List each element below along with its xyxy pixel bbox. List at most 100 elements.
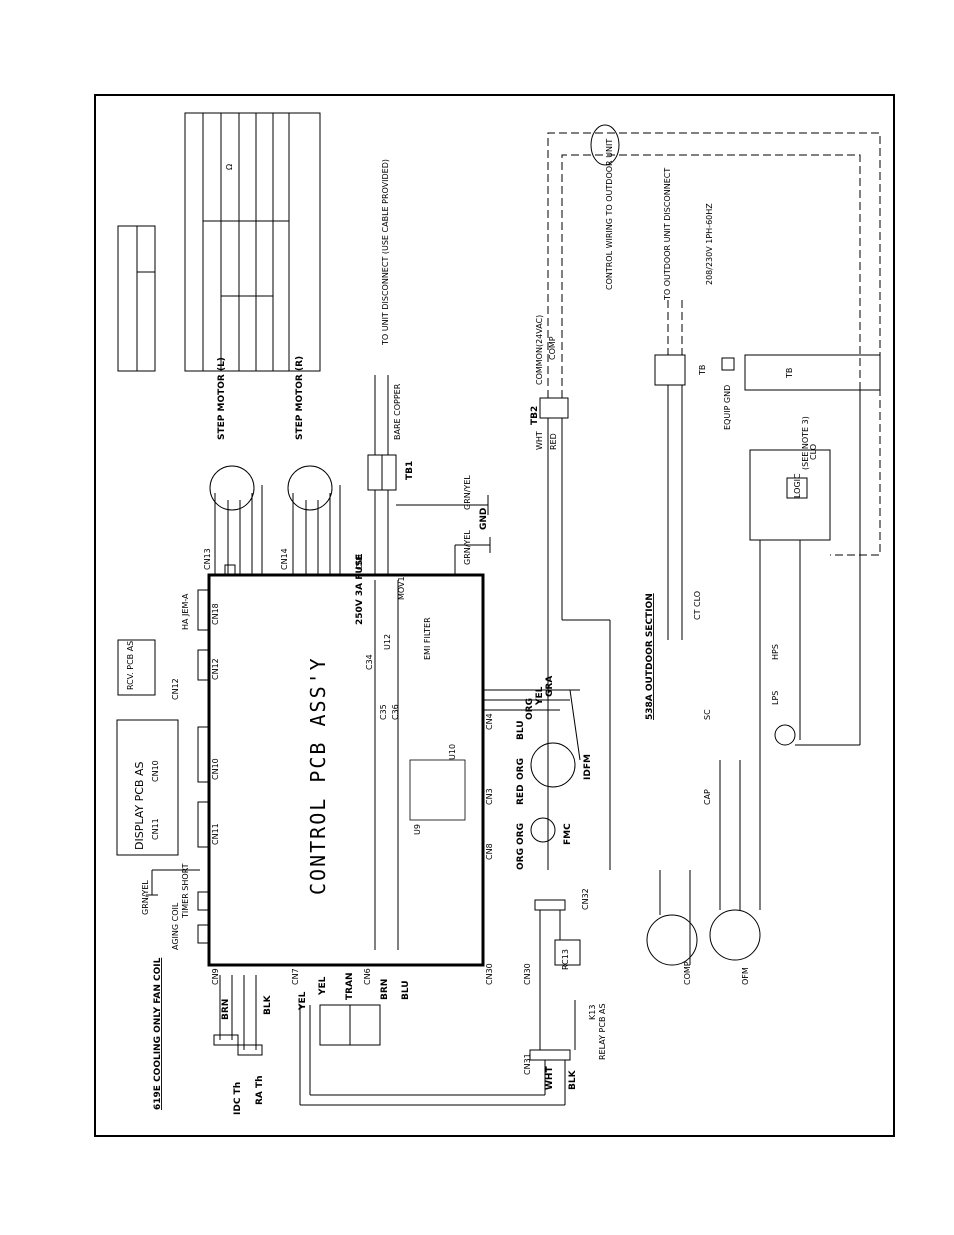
svg-text:LPS: LPS (771, 691, 780, 705)
svg-text:CN4: CN4 (485, 713, 494, 730)
display-pcb: DISPLAY PCB AS CN10 CN11 (116, 719, 179, 856)
svg-text:GRN/YEL: GRN/YEL (141, 880, 150, 915)
outdoor-components: COMP OFM LPS HPS CT CLO SC CAP (646, 390, 861, 985)
relay-pcb: RC13 K13 RELAY PCB AS CN32 CN30 CN30 CN3… (299, 888, 607, 1106)
svg-text:CN1: CN1 (355, 553, 364, 570)
svg-text:CN13: CN13 (203, 548, 212, 570)
svg-text:RELAY PCB AS: RELAY PCB AS (598, 1003, 607, 1060)
svg-text:SC: SC (703, 709, 712, 720)
svg-text:CN6: CN6 (363, 968, 372, 985)
svg-text:COMMON(24VAC): COMMON(24VAC) (535, 315, 544, 385)
svg-text:RCV. PCB AS: RCV. PCB AS (126, 641, 135, 690)
svg-text:RA Th: RA Th (255, 1075, 265, 1105)
svg-text:LOGIC: LOGIC (793, 473, 802, 498)
control-pcb: CONTROL PCB ASS'Y (207, 573, 485, 967)
svg-text:BLK: BLK (263, 994, 273, 1015)
svg-text:C34: C34 (365, 654, 374, 670)
svg-text:COMP: COMP (548, 336, 557, 360)
svg-text:CLO: CLO (809, 444, 818, 460)
title-left: 619E COOLING ONLY FAN COIL (153, 957, 163, 1110)
svg-text:IDFM: IDFM (583, 754, 593, 780)
svg-text:GRN/YEL: GRN/YEL (463, 475, 472, 510)
legend-table-large: Ω (184, 112, 321, 372)
svg-text:RED: RED (516, 784, 526, 805)
svg-text:CN31: CN31 (523, 1053, 532, 1075)
svg-text:CONTROL WIRING TO OUTDOOR UNIT: CONTROL WIRING TO OUTDOOR UNIT (605, 139, 614, 290)
svg-text:GRN/YEL: GRN/YEL (463, 530, 472, 565)
svg-text:IDC Th: IDC Th (233, 1082, 243, 1115)
svg-text:MOV1: MOV1 (397, 576, 406, 600)
svg-text:ORG: ORG (516, 848, 526, 870)
svg-text:BRN: BRN (380, 979, 390, 1000)
svg-text:CN10: CN10 (211, 758, 220, 780)
svg-text:TO OUTDOOR UNIT DISCONNECT: TO OUTDOOR UNIT DISCONNECT (663, 168, 672, 301)
svg-text:U12: U12 (383, 634, 392, 650)
svg-text:ORG: ORG (516, 758, 526, 780)
control-wiring: CONTROL WIRING TO OUTDOOR UNIT (547, 124, 881, 556)
svg-text:CAP: CAP (703, 789, 712, 805)
step-motor-r: STEP MOTOR (R) CN14 (280, 356, 341, 575)
svg-text:STEP MOTOR (L): STEP MOTOR (L) (217, 357, 227, 440)
svg-text:CN11: CN11 (151, 818, 160, 840)
svg-text:TRAN: TRAN (345, 972, 355, 1000)
svg-text:YEL: YEL (318, 976, 328, 996)
svg-text:CN12: CN12 (211, 658, 220, 680)
svg-text:TB2: TB2 (530, 406, 540, 425)
svg-text:250V 3A FUSE: 250V 3A FUSE (355, 554, 365, 625)
sensors: IDC Th RA Th BRN BLK CN9 (211, 968, 273, 1115)
svg-text:RC13: RC13 (561, 949, 570, 970)
svg-text:EMI FILTER: EMI FILTER (423, 617, 432, 660)
svg-text:K13: K13 (588, 1005, 597, 1020)
svg-text:BLK: BLK (568, 1069, 578, 1090)
svg-text:BLU: BLU (516, 720, 526, 740)
diagram-frame (94, 94, 895, 1137)
idfm: IDFM ORG RED BLU ORG YEL GRA CN4 CN3 CN8 (483, 676, 593, 860)
svg-text:CN18: CN18 (211, 603, 220, 625)
connector-strips: CN18 CN12 CN10 CN11 HA JEM-A TIMER SHORT… (141, 564, 236, 950)
svg-text:WHT: WHT (545, 1066, 555, 1090)
u9-u10: U9 U10 (409, 744, 466, 835)
svg-text:TO UNIT DISCONNECT (USE CABLE: TO UNIT DISCONNECT (USE CABLE PROVIDED) (381, 159, 390, 346)
svg-text:C36: C36 (391, 704, 400, 720)
svg-text:GRA: GRA (545, 676, 555, 697)
svg-text:CN9: CN9 (211, 968, 220, 985)
svg-text:U9: U9 (413, 824, 422, 835)
outdoor-power: TB TO OUTDOOR UNIT DISCONNECT 208/230V 1… (654, 168, 881, 640)
svg-text:CN7: CN7 (291, 968, 300, 985)
tb2: TB2 COMMON(24VAC) COMP WHT RED (530, 315, 611, 870)
svg-text:CN30: CN30 (485, 963, 494, 985)
svg-text:C35: C35 (379, 704, 388, 720)
svg-text:TB1: TB1 (405, 461, 415, 480)
svg-text:WHT: WHT (535, 431, 544, 450)
svg-text:208/230V 1PH-60HZ: 208/230V 1PH-60HZ (705, 203, 714, 285)
svg-text:CN30: CN30 (523, 963, 532, 985)
svg-text:YEL: YEL (535, 686, 545, 706)
svg-text:ORG: ORG (516, 823, 526, 845)
svg-text:CN12: CN12 (171, 678, 180, 700)
svg-text:TB: TB (698, 365, 707, 376)
svg-text:BLU: BLU (401, 980, 411, 1000)
fmc: FMC ORG ORG (516, 817, 573, 870)
legend-table-small (117, 225, 156, 372)
svg-text:BRN: BRN (221, 999, 231, 1020)
svg-text:CN32: CN32 (581, 888, 590, 910)
svg-text:FMC: FMC (563, 823, 573, 845)
svg-text:CN11: CN11 (211, 823, 220, 845)
svg-text:YEL: YEL (298, 991, 308, 1011)
title-right: 538A OUTDOOR SECTION (645, 593, 655, 720)
step-motor-l: STEP MOTOR (L) CN13 (203, 357, 263, 575)
svg-text:CN3: CN3 (485, 788, 494, 805)
svg-text:GND: GND (479, 508, 489, 530)
svg-text:EQUIP GND: EQUIP GND (723, 385, 732, 430)
rcv-pcb: RCV. PCB AS CN12 (117, 639, 180, 700)
svg-text:U10: U10 (448, 744, 457, 760)
emi-filter: 250V 3A FUSE EMI FILTER U12 C34 C35 C36 … (355, 554, 432, 950)
svg-text:RED: RED (549, 433, 558, 450)
transformer: TRAN YEL YEL BRN BLU CN7 CN6 (291, 968, 411, 1046)
svg-text:CN14: CN14 (280, 548, 289, 570)
clo: LOGIC CLO (SEE NOTE 3) (749, 416, 831, 541)
svg-text:TIMER SHORT: TIMER SHORT (181, 863, 190, 919)
svg-text:DISPLAY PCB AS: DISPLAY PCB AS (133, 762, 146, 850)
svg-text:CN8: CN8 (485, 843, 494, 860)
